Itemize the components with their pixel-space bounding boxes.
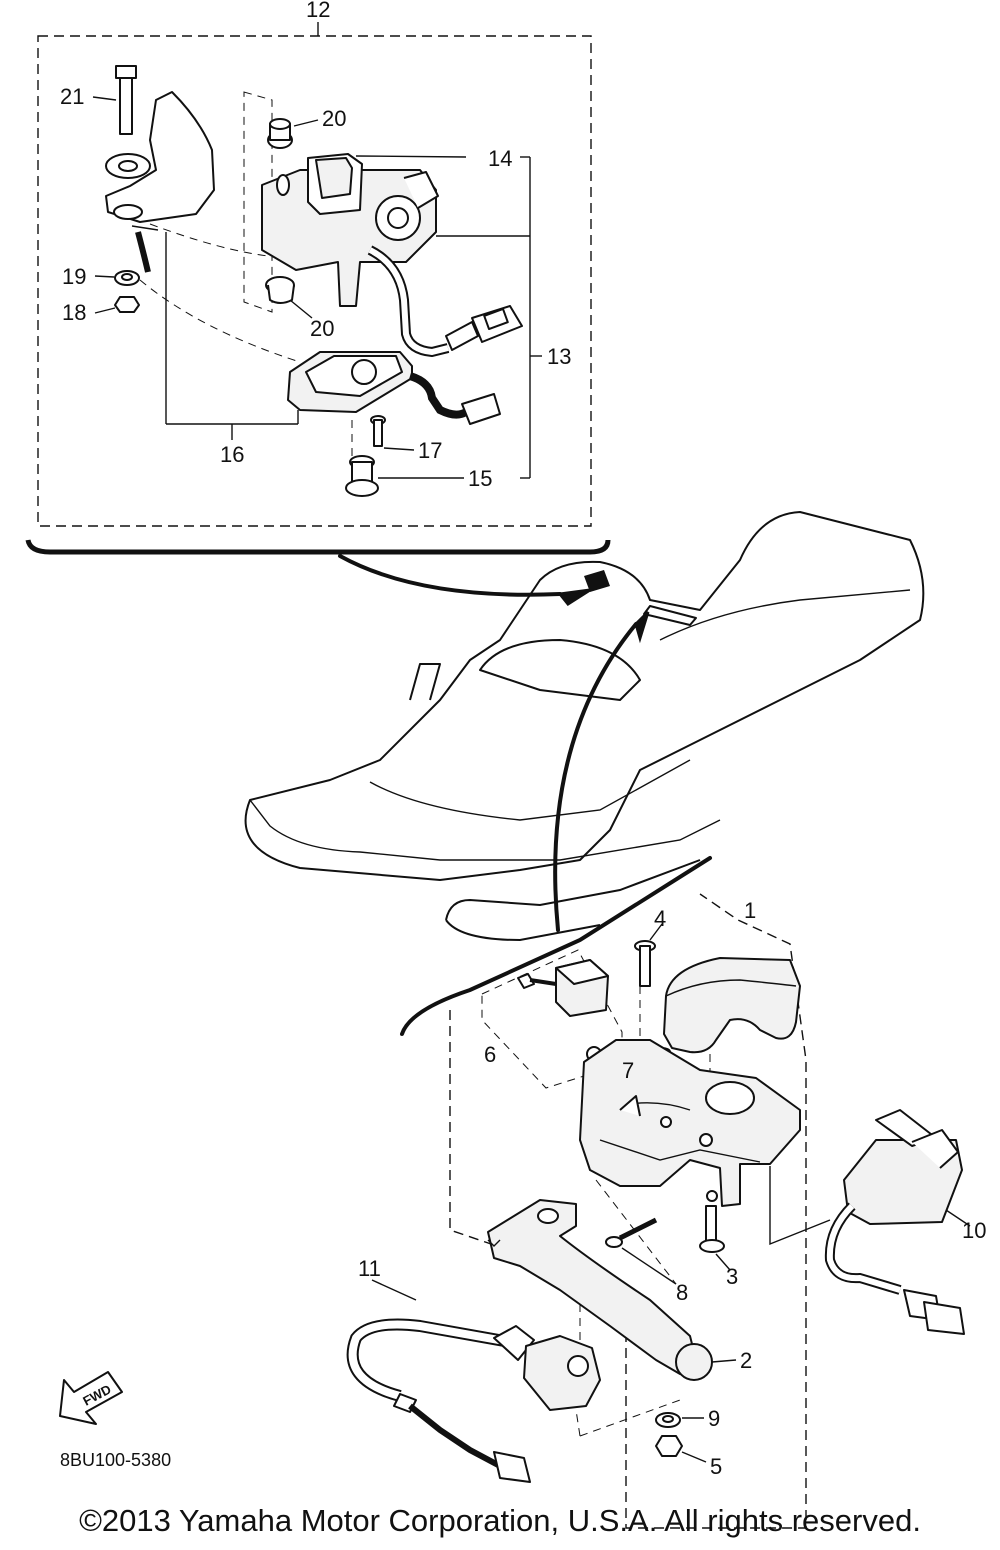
callout-9: 9 xyxy=(708,1406,720,1431)
washer-9 xyxy=(655,1412,704,1428)
switch-assembly-11 xyxy=(346,1279,681,1483)
callout-16: 16 xyxy=(220,442,244,467)
inset-box-12 xyxy=(25,22,611,555)
callout-8: 8 xyxy=(676,1280,688,1305)
callout-13: 13 xyxy=(547,344,571,369)
throttle-sensor-unit-14 xyxy=(261,153,523,358)
diagram-code: 8BU100-5380 xyxy=(60,1450,171,1470)
callout-4: 4 xyxy=(654,906,666,931)
fwd-arrow-icon: FWD xyxy=(59,1371,123,1425)
callout-2: 2 xyxy=(740,1348,752,1373)
callout-6: 6 xyxy=(484,1042,496,1067)
callout-18: 18 xyxy=(62,300,86,325)
callout-19: 19 xyxy=(62,264,86,289)
callout-14: 14 xyxy=(488,146,512,171)
control-module-10 xyxy=(824,1109,971,1335)
callout-bracket-13 xyxy=(436,156,542,479)
module-guide-lines xyxy=(769,1166,831,1246)
brake-lever-2 xyxy=(487,1199,737,1381)
nut-5 xyxy=(655,1435,707,1463)
callout-21: 21 xyxy=(60,84,84,109)
lever-housing xyxy=(579,1039,801,1207)
locator-arrows xyxy=(338,554,712,1036)
snowmobile-outline xyxy=(244,511,925,942)
switch-6 xyxy=(555,959,609,1062)
bolt-6 xyxy=(517,973,557,989)
screw-3 xyxy=(699,1205,731,1271)
callout-17: 17 xyxy=(418,438,442,463)
callout-12: 12 xyxy=(306,0,330,22)
callout-1: 1 xyxy=(744,898,756,923)
callout-20-bottom: 20 xyxy=(310,316,334,341)
grommet-20-top xyxy=(267,118,319,149)
screw-17 xyxy=(370,415,415,451)
callout-15: 15 xyxy=(468,466,492,491)
callout-7: 7 xyxy=(622,1058,634,1083)
nut-18 xyxy=(94,296,140,314)
callout-11: 11 xyxy=(358,1256,381,1281)
bolt-4 xyxy=(634,923,663,987)
sensor-unit-16 xyxy=(165,232,501,440)
callout-3: 3 xyxy=(726,1264,738,1289)
callout-5: 5 xyxy=(710,1454,722,1479)
inset-guide-lines xyxy=(139,91,353,470)
grommet-20-bottom xyxy=(265,276,313,319)
mount-bracket xyxy=(105,91,215,273)
screw-8 xyxy=(595,1179,677,1285)
washer-19 xyxy=(94,270,140,286)
bolt-21 xyxy=(92,65,137,135)
switch-cover xyxy=(663,957,801,1136)
callout-10: 10 xyxy=(962,1218,986,1243)
copyright-notice: ©2013 Yamaha Motor Corporation, U.S.A. A… xyxy=(79,1503,921,1538)
screw-15 xyxy=(345,455,464,497)
callout-20-top: 20 xyxy=(322,106,346,131)
